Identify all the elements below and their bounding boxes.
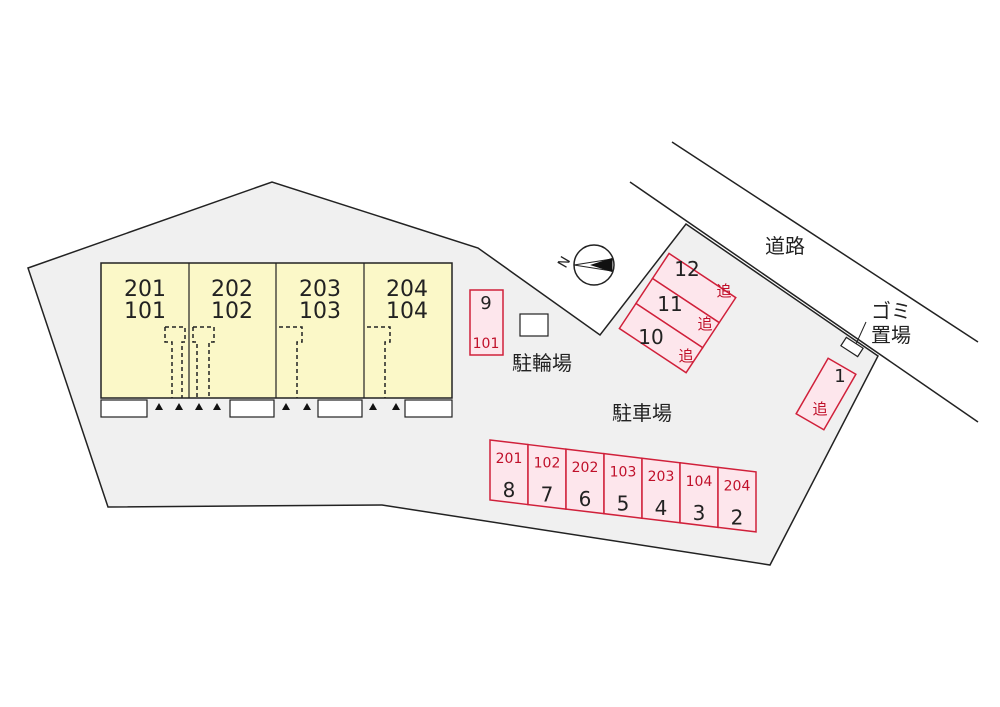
parking-space-10 <box>618 302 704 374</box>
parking-space-number: 3 <box>693 501 706 525</box>
apartment-building: 201 101 202 102 203 103 204 104 <box>100 262 453 418</box>
bicycle-parking-box <box>519 313 549 337</box>
parking-space-room: 204 <box>724 478 751 494</box>
unit-1-upper: 201 <box>124 277 166 302</box>
stairs <box>164 326 391 398</box>
parking-space-1-number: 1 <box>834 366 845 387</box>
parking-space-number: 4 <box>655 496 668 520</box>
road-label: 道路 <box>765 234 805 258</box>
parking-space-room: 201 <box>496 451 523 467</box>
unit-3-lower: 103 <box>299 299 341 324</box>
parking-space-number: 6 <box>579 487 592 511</box>
parking-space-room: 104 <box>686 474 713 490</box>
garbage-label-line2: 置場 <box>871 323 911 347</box>
parking-space-1 <box>795 357 857 431</box>
road-edge-outer <box>671 141 979 343</box>
parking-space-11-number: 11 <box>657 292 682 316</box>
parking-space-room: 103 <box>610 465 637 481</box>
parking-space-1-box <box>795 357 857 431</box>
parking-space-7: 102 7 <box>527 443 567 510</box>
road-edge-inner <box>629 181 979 423</box>
compass-needle <box>590 258 612 272</box>
unit-1-lower: 101 <box>124 299 166 324</box>
parking-space-9-room: 101 <box>473 336 500 352</box>
parking-space-12-number: 12 <box>674 257 699 281</box>
parking-space-12-tag: 追 <box>716 282 731 300</box>
parking-space-3: 104 3 <box>679 461 719 529</box>
parking-space-9: 9 101 <box>469 289 504 356</box>
parking-diagonal-group <box>618 252 737 374</box>
parking-space-number: 8 <box>503 478 516 502</box>
bicycle-parking-label: 駐輪場 <box>512 351 572 375</box>
unit-2-upper: 202 <box>211 277 253 302</box>
compass: N <box>555 244 615 286</box>
parking-space-10-tag: 追 <box>678 347 693 365</box>
parking-space-box <box>717 466 757 533</box>
entrance-boxes <box>100 399 453 418</box>
garbage-label-line1: ゴミ <box>871 299 911 323</box>
garbage-pointer <box>855 321 867 345</box>
parking-space-room: 202 <box>572 460 599 476</box>
parking-space-9-number: 9 <box>480 293 491 314</box>
north-label: N <box>555 254 574 271</box>
garbage-box <box>840 336 864 358</box>
unit-2-lower: 102 <box>211 299 253 324</box>
car-parking-label: 駐車場 <box>612 401 672 425</box>
unit-3-upper: 203 <box>299 277 341 302</box>
unit-4-lower: 104 <box>386 299 428 324</box>
parking-space-11-tag: 追 <box>697 315 712 333</box>
parking-space-number: 2 <box>731 505 744 529</box>
parking-space-9-box <box>469 289 504 356</box>
parking-space-5: 103 5 <box>603 452 643 520</box>
parking-space-room: 102 <box>534 456 561 472</box>
parking-space-1-tag: 追 <box>812 400 827 418</box>
parking-space-number: 5 <box>617 492 630 516</box>
parking-space-room: 203 <box>648 469 675 485</box>
unit-4-upper: 204 <box>386 277 428 302</box>
entrance-markers <box>155 403 400 410</box>
parking-space-number: 7 <box>541 483 554 507</box>
parking-space-10-number: 10 <box>638 325 663 349</box>
